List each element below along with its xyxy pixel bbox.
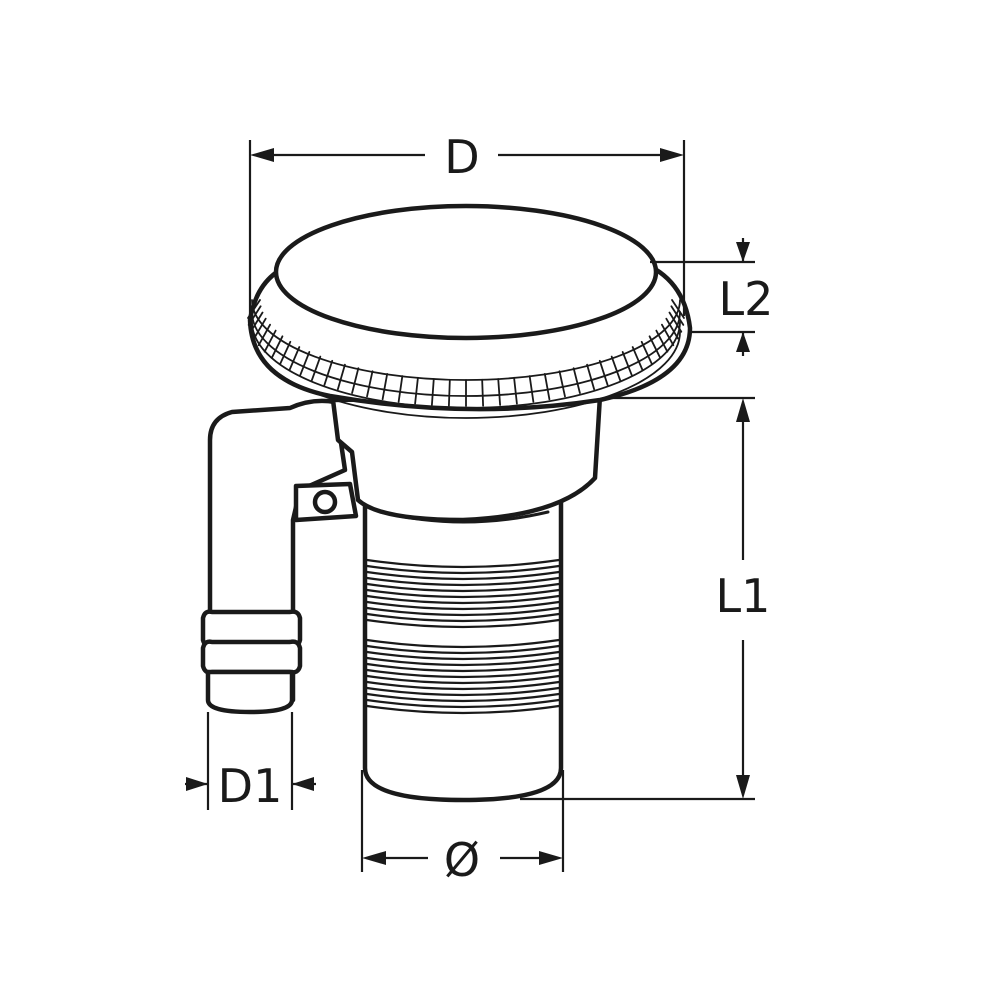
thread-line (365, 686, 561, 697)
knurl-tick (447, 378, 451, 407)
cap-top (273, 203, 659, 341)
knurl-tick (351, 367, 360, 394)
knurl-tick (648, 335, 662, 359)
thread-line (365, 564, 561, 575)
knurl-tick (497, 378, 502, 406)
knurl-tick (543, 373, 551, 401)
label-l2: L2 (719, 272, 774, 326)
thread-line (365, 570, 561, 581)
label-d1: D1 (218, 759, 283, 813)
knurl-tick (381, 373, 389, 401)
thread-line (365, 594, 561, 605)
thread-line (365, 588, 561, 599)
knurl-tick (299, 351, 311, 377)
thread-line (365, 582, 561, 593)
knurl-tick (310, 355, 322, 382)
knurl-tick (586, 363, 596, 391)
knurl-tick (598, 359, 609, 386)
knurl-tick (430, 378, 435, 406)
knurl-tick (253, 317, 267, 340)
hose-barb-elbow (200, 398, 359, 715)
knurl-tick (668, 311, 683, 333)
thread-line (365, 668, 561, 679)
thread-line (365, 606, 561, 617)
knurl-ring (251, 331, 681, 419)
thread-line (365, 650, 561, 661)
dimension-d1 (185, 712, 316, 810)
knurl-tick (336, 363, 346, 391)
thread-line (365, 644, 561, 655)
dimension-diameter (360, 770, 565, 872)
knurl-tick (366, 370, 374, 398)
dimension-l1 (520, 396, 755, 801)
dimension-d (248, 140, 686, 316)
thread-line (365, 558, 561, 569)
knurl-tick (528, 375, 535, 403)
thread-line (365, 638, 561, 649)
thread-line (365, 698, 561, 709)
knurl-tick (670, 305, 685, 326)
knurl-tick (247, 305, 262, 326)
knurl-tick (270, 335, 284, 359)
knurl-tick (640, 340, 653, 365)
thread-line (365, 692, 561, 703)
knurl-tick (621, 351, 633, 377)
knurl-tick (288, 346, 301, 371)
threaded-body (362, 497, 564, 803)
label-l1: L1 (716, 569, 771, 623)
knurl-tick (513, 376, 518, 405)
thread-line (365, 600, 561, 611)
thread-line (365, 656, 561, 667)
knurl-tick (481, 378, 485, 407)
knurl-tick (279, 340, 292, 365)
knurl-tick (257, 323, 271, 347)
knurl-tick (558, 370, 566, 398)
bolt-hole (312, 489, 338, 515)
knurl-tick (661, 323, 675, 347)
label-diameter: Ø (444, 833, 480, 887)
knurl-tick (671, 299, 685, 319)
cap (247, 203, 693, 419)
knurl-tick (572, 367, 581, 394)
knurl-tick (249, 311, 264, 333)
neck-collar (330, 393, 603, 523)
thread-line (365, 576, 561, 587)
thread-line (365, 618, 561, 629)
knurl-tick (631, 346, 644, 371)
knurl-tick (610, 355, 622, 382)
knurl-tick (263, 329, 277, 353)
knurl-tick (665, 317, 679, 340)
knurl-tick (323, 359, 334, 386)
dimension-l2 (650, 238, 755, 356)
thread-line (365, 612, 561, 623)
label-d: D (444, 130, 479, 184)
knurl-tick (397, 375, 404, 403)
knurl-ring (251, 321, 681, 409)
thread-line (365, 662, 561, 673)
thread-line (365, 674, 561, 685)
knurl-tick (655, 329, 669, 353)
knurl-tick (414, 376, 419, 405)
thread-line (365, 680, 561, 691)
thread-line (365, 704, 561, 715)
